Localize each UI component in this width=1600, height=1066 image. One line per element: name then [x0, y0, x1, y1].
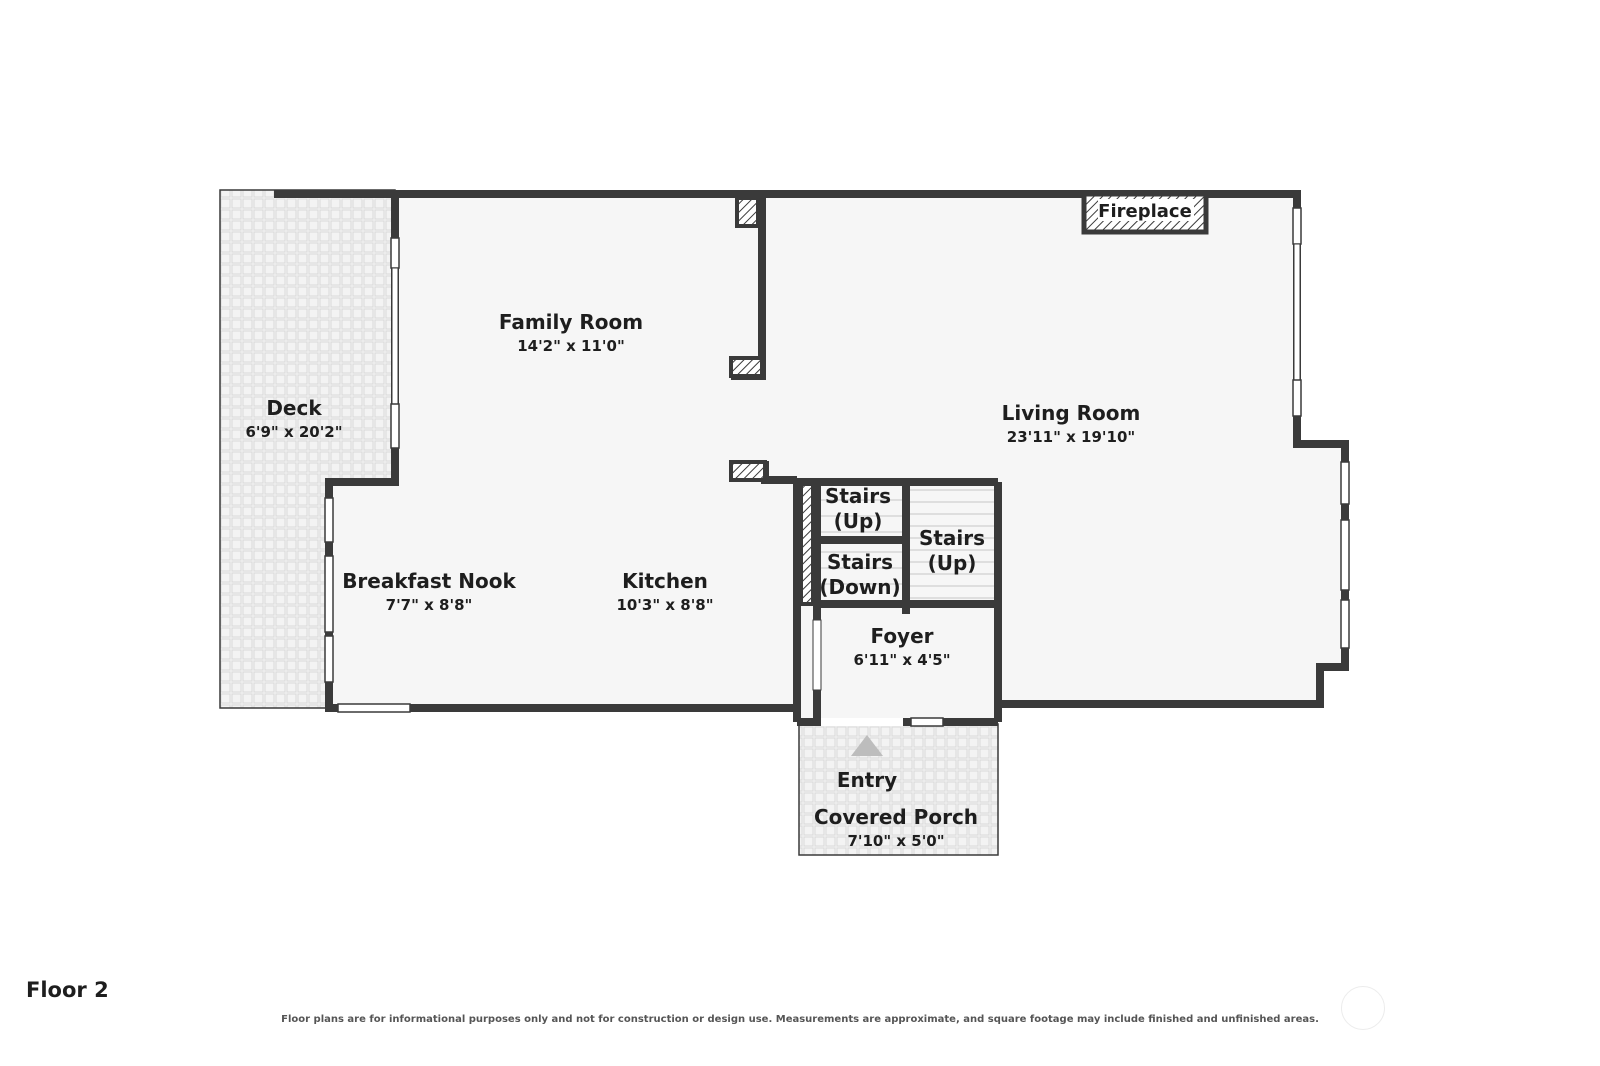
compass-icon	[1341, 986, 1385, 1030]
stairs-down-line1: Stairs	[827, 550, 893, 574]
columns	[729, 196, 815, 606]
family-room-dims: 14'2" x 11'0"	[517, 337, 625, 355]
kitchen-label: Kitchen	[622, 569, 708, 593]
stairs-up-2-line2: (Up)	[928, 551, 977, 575]
fireplace: Fireplace	[1081, 191, 1209, 235]
stairs-treads	[821, 489, 994, 599]
entry-label: Entry	[837, 768, 897, 792]
living-room-dims: 23'11" x 19'10"	[1007, 428, 1135, 446]
family-room-label: Family Room	[499, 310, 643, 334]
deck-dims: 6'9" x 20'2"	[245, 423, 342, 441]
stairs-up-1-line2: (Up)	[834, 509, 883, 533]
covered-porch-label: Covered Porch	[814, 805, 978, 829]
floor-label: Floor 2	[26, 978, 109, 1002]
breakfast-nook-dims: 7'7" x 8'8"	[386, 596, 473, 614]
foyer-dims: 6'11" x 4'5"	[853, 651, 950, 669]
entry-arrow-icon	[851, 735, 883, 756]
entry-door	[821, 718, 903, 756]
windows	[324, 207, 1350, 727]
breakfast-nook-label: Breakfast Nook	[342, 569, 516, 593]
stairs-up-2-line1: Stairs	[919, 526, 985, 550]
disclaimer-text: Floor plans are for informational purpos…	[281, 1014, 1319, 1025]
covered-porch-dims: 7'10" x 5'0"	[847, 832, 944, 850]
kitchen-dims: 10'3" x 8'8"	[616, 596, 713, 614]
porch-area	[798, 723, 999, 856]
foyer-label: Foyer	[870, 624, 933, 648]
deck-label: Deck	[266, 396, 322, 420]
fireplace-label: Fireplace	[1098, 201, 1192, 222]
living-room-label: Living Room	[1002, 401, 1141, 425]
interior-floor	[329, 194, 1345, 720]
stairs-down-line2: (Down)	[819, 575, 900, 599]
room-labels: Deck 6'9" x 20'2" Family Room 14'2" x 11…	[245, 310, 1140, 850]
stairs-up-1-line1: Stairs	[825, 484, 891, 508]
